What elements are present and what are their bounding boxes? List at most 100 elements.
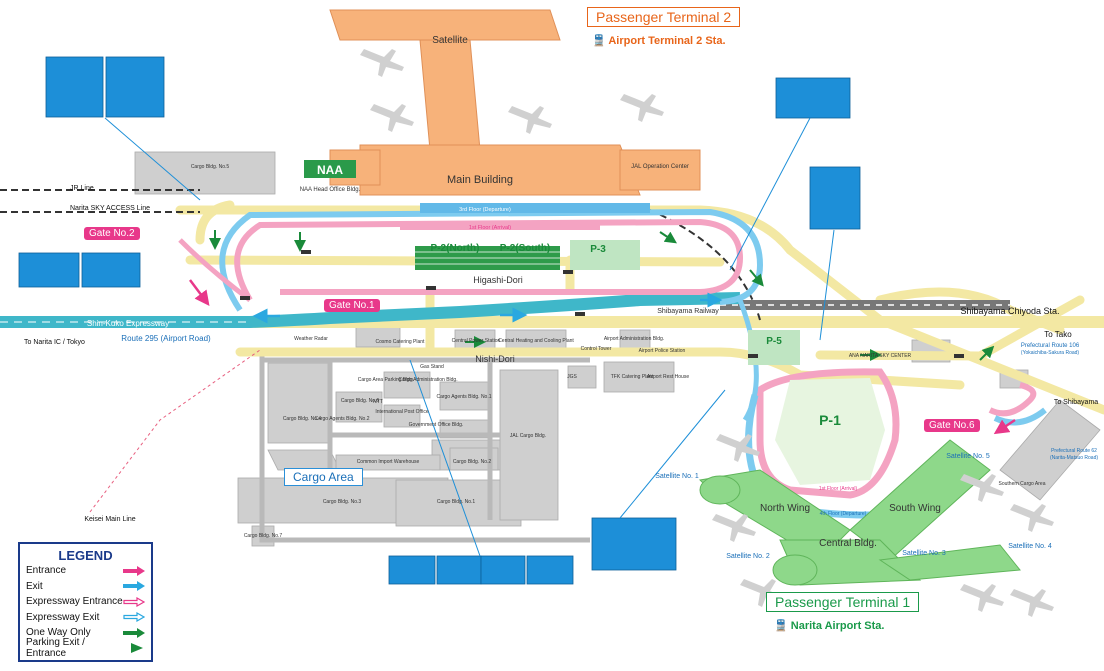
gate-1[interactable]: Gate No.1 [324,299,380,312]
tfk-label: TFK Catering Plant [611,374,654,380]
jgs-label: JGS [567,374,577,380]
terminal-1 [698,439,1021,586]
legend-row-parking: Parking Exit / Entrance [20,637,151,659]
legend-row-entrance: Entrance [20,563,151,579]
to-shibayama-label: To Shibayama [1054,399,1098,406]
cargo6-label: Cargo Bldg. No.6 [341,398,380,404]
to-narita-label: To Narita IC / Tokyo [24,339,85,346]
t2-ramps [178,203,764,312]
naa-logo-text: NAA [317,163,343,177]
gate-2[interactable]: Gate No.2 [84,227,140,240]
pref62-label: Prefectural Route 62 [1051,448,1097,454]
jr-line-label: JR Line [70,185,94,192]
cargo2-label: Cargo Bldg. No.2 [453,459,492,465]
one-way-arrows [209,230,995,361]
t2-satellite-label: Satellite [432,35,468,46]
t2-station[interactable]: 🚆 Airport Terminal 2 Sta. [592,35,726,47]
cargo-area-parking-label: Cargo Area Parking Bldg. [358,377,414,383]
control-tower-label: Control Tower [581,346,612,352]
common-import-label: Common Import Warehouse [357,459,420,465]
weather-label: Weather Radar [294,336,328,342]
nishi-label: Nishi-Dori [475,354,515,364]
legend-row-one-way: One Way Only [20,625,151,641]
t2-main-building-label: Main Building [447,174,513,186]
airport-admin-label: Airport Administration Bldg. [604,336,664,342]
cargo-area-grid [259,350,590,543]
southern-cargo-label: Southern Cargo Area [999,481,1046,487]
cargo5-label: Cargo Bldg. No.5 [191,164,230,170]
cosmo-label: Cosmo Catering Plant [376,339,426,345]
t1-station[interactable]: 🚆 Narita Airport Sta. [774,620,885,632]
traffic-signals [240,250,964,358]
parking-areas [415,240,885,485]
pref62-sub-label: (Narita-Matsuo Road) [1050,455,1098,461]
sign-leader-lines [104,117,835,557]
jal-operation-label: JAL Operation Center [631,164,689,170]
legend-row-exit: Exit [20,579,151,595]
ntt-label: NTT [373,399,383,405]
pref106-label: Prefectural Route 106 [1021,343,1080,349]
legend-row-expressway-exit: Expressway Exit [20,610,151,626]
cargo3-label: Cargo Bldg. No.3 [323,499,362,505]
exit-arrow-icon [123,581,145,592]
naa-logo-block [304,160,356,178]
sat4-label: Satellite No. 4 [1008,543,1052,550]
sat1-label: Satellite No. 1 [655,473,699,480]
parking-triangle-icon [131,643,143,654]
sky-access-label: Narita SKY ACCESS Line [70,205,150,212]
intl-post-label: International Post Office [375,409,428,415]
shibayama-sta-label: Shibayama Chiyoda Sta. [960,306,1059,316]
airport-rest-label: Airport Rest House [647,374,689,380]
cargo-area-label: Cargo Area [284,468,363,486]
p5-label: P-5 [766,336,782,347]
t1-floor-1-label: 1st Floor (Arrival) [819,486,858,492]
cargo-admin-label: Cargo Administration Bldg. [398,377,457,383]
central-power-label: Central Power Station [452,338,501,344]
gas-label: Gas Stand [420,364,444,370]
sat2-label: Satellite No. 2 [726,553,770,560]
jal-cargo-label: JAL Cargo Bldg. [510,433,546,439]
p3-label: P-3 [590,244,606,255]
police-label: Airport Police Station [639,348,686,354]
agents1-label: Cargo Agents Bldg. No.1 [436,394,491,400]
cargo1-label: Cargo Bldg. No.1 [437,499,476,505]
agents2-label: Cargo Agents Bldg. No.2 [314,416,369,422]
t1-central-label: Central Bldg. [819,538,877,549]
one-way-arrow-icon [123,627,145,638]
naa-head-office-label: NAA Head Office Bldg. [300,187,361,193]
train-icon: 🚆 [592,35,606,47]
exit-arrows [252,292,723,324]
to-tako-label: To Tako [1044,330,1072,339]
t2-floor-1-label: 1st Floor (Arrival) [469,225,511,231]
legend-row-expressway-entrance: Expressway Entrance [20,594,151,610]
map-labels: Satellite Main Building NAA NAA Head Off… [24,35,1098,560]
t2-title: Passenger Terminal 2 [587,7,741,27]
expressway-exit-arrow-icon [123,612,145,623]
t1-title: Passenger Terminal 1 [766,592,920,612]
legend-title: LEGEND [58,548,113,563]
p1-label: P-1 [819,412,841,428]
train-icon: 🚆 [774,620,788,632]
shin-kuko-label: Shin-Kuko Expressway [87,319,169,328]
route295-label: Route 295 (Airport Road) [121,334,211,343]
entrance-arrow-icon [123,565,145,576]
sat3-label: Satellite No. 3 [902,550,946,557]
keisei-label: Keisei Main Line [84,516,135,523]
cargo7-label: Cargo Bldg. No.7 [244,533,283,539]
sat5-label: Satellite No. 5 [946,453,990,460]
t1-south-wing-label: South Wing [889,503,941,514]
p2s-label: P-2(South) [500,243,551,254]
gov-office-label: Government Office Bldg. [409,422,464,428]
pref106-sub-label: (Yokaichiba-Sakura Road) [1021,350,1080,356]
t1-north-wing-label: North Wing [760,503,810,514]
cargo4-label: Cargo Bldg. No.4 [283,416,322,422]
gate-6[interactable]: Gate No.6 [924,419,980,432]
entrance-arrows [189,279,1016,435]
central-heating-label: Central Heating and Cooling Plant [498,338,574,344]
legend: LEGEND Entrance Exit Expressway Entrance… [18,542,153,662]
shibayama-rail-label: Shibayama Railway [657,308,719,315]
higashi-label: Higashi-Dori [473,275,523,285]
aircraft-icons [360,49,1054,617]
keisei-main-line [89,349,261,513]
